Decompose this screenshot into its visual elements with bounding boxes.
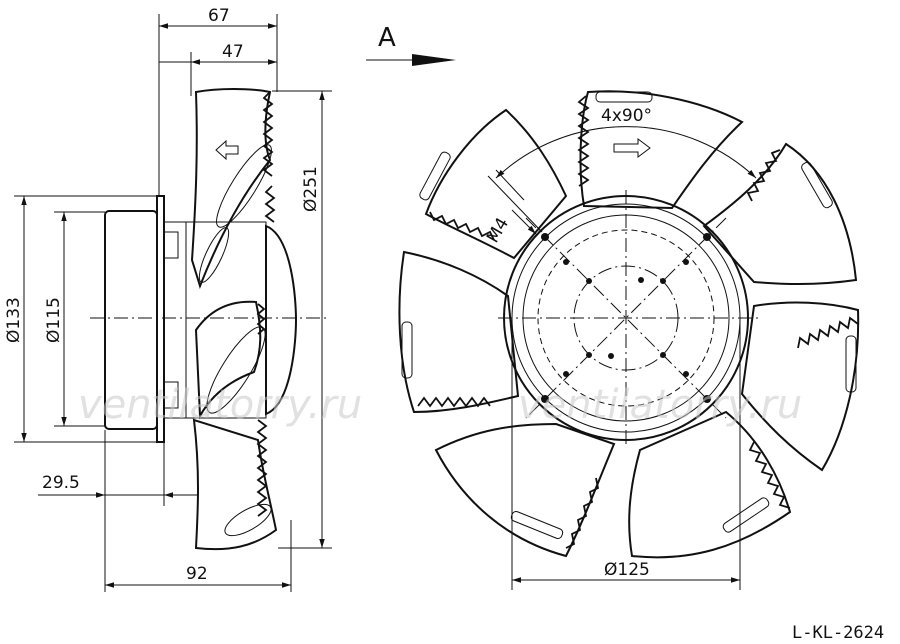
blade-right <box>740 301 860 472</box>
blade-serrations <box>417 95 859 549</box>
dim-29-5: 29.5 <box>42 473 80 493</box>
blade-side-top <box>190 88 272 290</box>
blade-top-left <box>424 108 568 260</box>
blade-side-middle <box>194 300 262 420</box>
serration-side-top <box>262 91 274 177</box>
serration-side-low <box>256 419 268 517</box>
side-view: 67 47 Ø251 Ø133 Ø115 29.5 92 <box>4 6 332 592</box>
dim-125: Ø125 <box>604 560 650 580</box>
blade-bottom <box>434 422 616 558</box>
drawing-code: L-KL-2624 <box>792 623 884 643</box>
watermark-left: ventilatorry.ru <box>78 382 362 428</box>
dim-251: Ø251 <box>301 166 321 212</box>
dim-47: 47 <box>222 42 244 62</box>
dim-133: Ø133 <box>4 297 24 343</box>
bolt-holes <box>541 233 711 403</box>
view-label-A: A <box>378 23 396 53</box>
diagonal-centerline-2 <box>525 217 727 419</box>
dim-115: Ø115 <box>44 297 64 343</box>
serration-side-mid2 <box>256 303 266 335</box>
front-view: 4x90° M4 Ø125 <box>398 90 860 590</box>
diagonal-centerline-1 <box>525 217 727 419</box>
blade-edge-4 <box>198 227 230 283</box>
bolt-stub-top <box>163 231 179 259</box>
blade-edge-3 <box>224 503 272 537</box>
blade-edge-1 <box>216 144 272 228</box>
watermark-right: ventilatorry.ru <box>518 382 802 428</box>
blade-top <box>579 90 744 210</box>
view-arrow <box>412 54 456 66</box>
serration-side-mid1 <box>264 185 276 223</box>
blade-top-right <box>702 142 858 285</box>
blade-side-lower <box>192 418 278 551</box>
dim-67: 67 <box>208 6 230 26</box>
bolt-stub-bottom <box>163 381 179 409</box>
blade-left <box>398 250 520 414</box>
blade-tip-slots <box>401 91 857 540</box>
impeller-blades <box>398 90 860 559</box>
rotation-arrow-front <box>613 138 651 158</box>
hub-cap <box>265 224 298 416</box>
angle-arc <box>495 126 757 179</box>
rotation-arrow-side <box>215 139 239 161</box>
view-direction: A <box>366 23 456 66</box>
thread-label: M4 <box>483 214 513 246</box>
angle-label: 4x90° <box>601 106 652 126</box>
m4-leader <box>487 175 543 233</box>
blade-bottom-right <box>628 410 792 559</box>
dim-92: 92 <box>186 564 208 584</box>
